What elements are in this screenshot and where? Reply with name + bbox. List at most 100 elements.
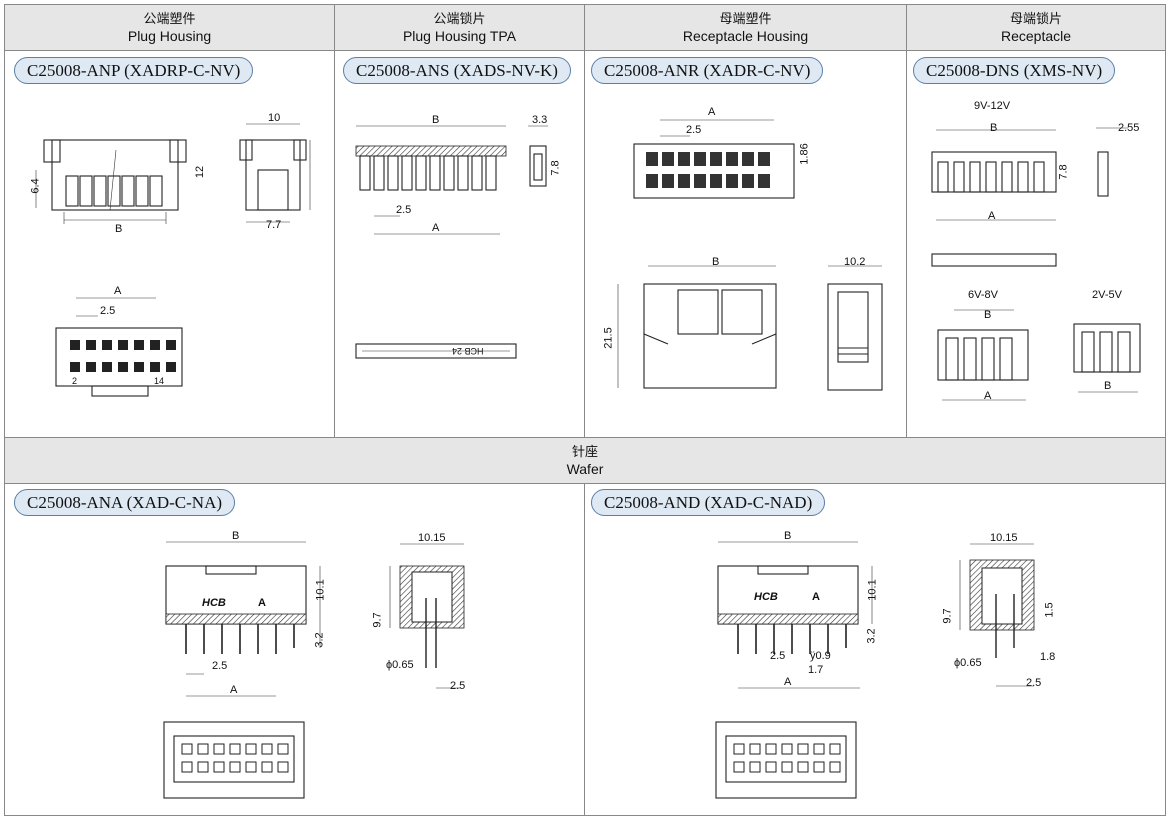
- and-dim-b: B: [784, 530, 792, 542]
- dns-2-5-dim-b: B: [1104, 380, 1112, 392]
- cell-receptacle-housing: [585, 51, 907, 438]
- ana-brand: HCB: [202, 597, 226, 609]
- ana-dim-w: 10.15: [418, 532, 446, 544]
- anr-dim-h: 1.86: [798, 143, 811, 165]
- part-tag-anr: C25008-ANR (XADR-C-NV): [591, 57, 824, 84]
- dns-6-8-dim-b: B: [984, 309, 992, 321]
- header-cn: 公端塑件: [143, 12, 196, 27]
- cell-wafer-ana: [5, 484, 585, 815]
- header-cn: 公端锁片: [433, 12, 486, 27]
- dns-side-view: [1096, 127, 1128, 197]
- header-receptacle-housing: 母端塑件 Receptacle Housing: [585, 5, 907, 51]
- dns-2-5-view: [1073, 323, 1141, 393]
- ans-dim-w: 3.3: [532, 114, 548, 126]
- ana-front-view: [165, 541, 321, 697]
- ana-dim-pitch: 2.5: [212, 660, 228, 672]
- and-dim-pitch2: 2.5: [1026, 677, 1042, 689]
- ana-dim-h2: 3.2: [313, 632, 326, 648]
- header-receptacle: 母端锁片 Receptacle: [907, 5, 1165, 51]
- ana-a-mark: A: [258, 597, 266, 609]
- anr-dim-pitch: 2.5: [686, 124, 702, 136]
- anp-dim-b: B: [115, 223, 123, 235]
- and-dim-h3: 9.7: [941, 608, 954, 624]
- and-a-mark: A: [812, 591, 820, 603]
- header-plug-housing-tpa: 公端锁片 Plug Housing TPA: [335, 5, 585, 51]
- anp-dim-a: A: [114, 285, 122, 297]
- ans-side-view: [528, 125, 548, 187]
- ans-strip-view: [355, 343, 517, 359]
- and-front-view: [717, 541, 873, 689]
- catalog-sheet: 公端塑件 Plug Housing 公端锁片 Plug Housing TPA …: [4, 4, 1166, 816]
- dns-voltage-2-5: 2V-5V: [1092, 289, 1122, 301]
- anp-side-view: [239, 123, 311, 223]
- header-en: Plug Housing: [127, 28, 212, 44]
- dns-9-12-view: [931, 129, 1057, 221]
- and-dim-off: 1.7: [808, 664, 824, 676]
- anp-dim-left: 6.4: [29, 178, 42, 194]
- part-tag-ana: C25008-ANA (XAD-C-NA): [14, 489, 236, 516]
- header-cn: 母端锁片: [1009, 12, 1062, 27]
- part-tag-ans: C25008-ANS (XADS-NV-K): [343, 57, 571, 84]
- header-cn: 针座: [571, 445, 598, 460]
- anp-dim-height: 12: [194, 165, 207, 179]
- and-dim-h2: 3.2: [865, 628, 878, 644]
- ana-dim-pitch2: 2.5: [450, 680, 466, 692]
- cell-receptacle: [907, 51, 1165, 438]
- ana-side-view: [389, 543, 465, 689]
- and-dim-w: 10.15: [990, 532, 1018, 544]
- header-cn: 母端塑件: [719, 12, 772, 27]
- and-dim-a: A: [784, 676, 792, 688]
- anr-side-view: [827, 265, 883, 391]
- ans-mark: HCB 24: [452, 346, 484, 356]
- anp-pin-2: 2: [72, 376, 78, 386]
- dns-dim-w: 2.55: [1118, 122, 1140, 134]
- anr-dim-height: 21.5: [602, 327, 615, 349]
- anr-dim-b: B: [712, 256, 720, 268]
- and-dim-dia: ϕ0.65: [954, 657, 982, 669]
- dns-6-8-view: [937, 309, 1029, 401]
- and-dim-h1: 10.1: [866, 579, 879, 601]
- anr-front-view: [617, 265, 777, 389]
- dns-dim-h: 7.8: [1057, 164, 1070, 180]
- anr-top-view: [633, 119, 795, 199]
- anr-dim-a: A: [708, 106, 716, 118]
- anp-front-view: [35, 139, 187, 224]
- and-side-view: [959, 543, 1035, 687]
- part-tag-and: C25008-AND (XAD-C-NAD): [591, 489, 826, 516]
- ana-dim-h1: 10.1: [314, 579, 327, 601]
- ans-front-view: [355, 125, 507, 235]
- ana-dim-a: A: [230, 684, 238, 696]
- ans-dim-a: A: [432, 222, 440, 234]
- header-plug-housing: 公端塑件 Plug Housing: [5, 5, 335, 51]
- and-dim-h4: 1.5: [1043, 602, 1056, 618]
- ans-dim-h: 7.8: [549, 160, 562, 176]
- dns-strip-view: [931, 253, 1057, 267]
- cell-plug-housing: [5, 51, 335, 438]
- ans-dim-b: B: [432, 114, 440, 126]
- anp-dim-pitch: 2.5: [100, 305, 116, 317]
- header-en: Receptacle Housing: [682, 28, 809, 44]
- and-dim-pitch: 2.5: [770, 650, 786, 662]
- and-dim-s1: 1.8: [1040, 651, 1056, 663]
- and-bottom-view: [715, 721, 857, 799]
- header-wafer: 针座 Wafer: [5, 438, 1165, 484]
- dns-dim-b: B: [990, 122, 998, 134]
- anp-dim-width: 10: [268, 112, 281, 124]
- part-tag-anp: C25008-ANP (XADRP-C-NV): [14, 57, 254, 84]
- anp-pin-14: 14: [154, 376, 165, 386]
- part-tag-dns: C25008-DNS (XMS-NV): [913, 57, 1116, 84]
- and-dim-pin: ÿ0.9: [810, 650, 831, 662]
- ans-dim-pitch: 2.5: [396, 204, 412, 216]
- anr-dim-w: 10.2: [844, 256, 866, 268]
- header-en: Receptacle: [1000, 28, 1072, 44]
- header-en: Plug Housing TPA: [402, 28, 517, 44]
- dns-voltage-6-8: 6V-8V: [968, 289, 998, 301]
- and-brand: HCB: [754, 591, 778, 603]
- anp-dim-side: 7.7: [266, 219, 282, 231]
- dns-voltage-9-12: 9V-12V: [974, 100, 1011, 112]
- ana-dim-dia: ϕ0.65: [386, 659, 414, 671]
- ana-dim-b: B: [232, 530, 240, 542]
- anp-bottom-view: [55, 297, 183, 397]
- ana-bottom-view: [163, 721, 305, 799]
- cell-plug-housing-tpa: [335, 51, 585, 438]
